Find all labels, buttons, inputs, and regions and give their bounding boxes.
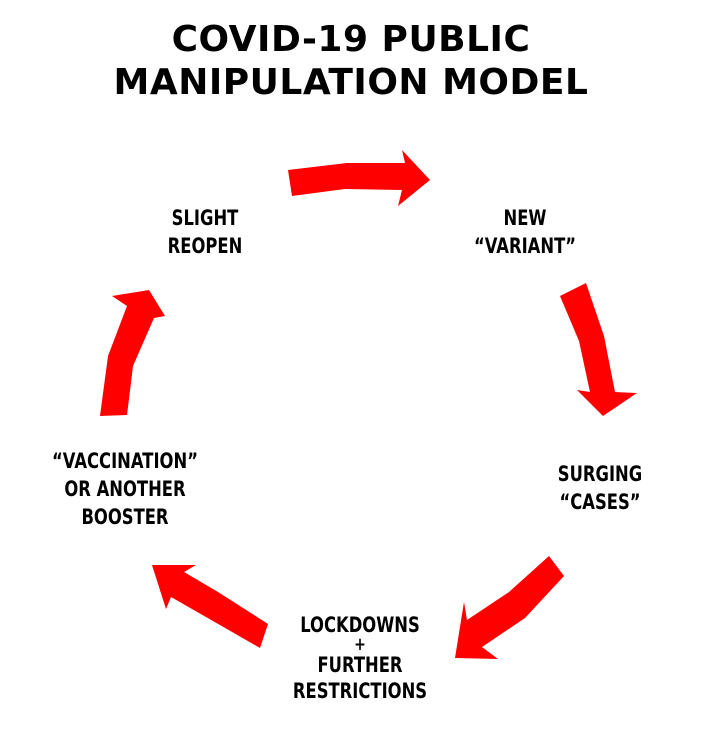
stage-slight-reopen: SLIGHT REOPEN [150, 204, 259, 260]
stage-line: NEW [503, 206, 547, 230]
stage-line: “CASES” [559, 490, 641, 514]
stage-line: RESTRICTIONS [292, 679, 428, 703]
stage-vaccination: “VACCINATION” OR ANOTHER BOOSTER [39, 447, 211, 531]
stage-line: + [354, 634, 366, 655]
title-line-2: MANIPULATION MODEL [113, 62, 589, 103]
arrow-top-icon [288, 150, 430, 206]
stage-line: LOCKDOWNS [300, 613, 420, 637]
stage-lockdowns: LOCKDOWNS + FURTHER RESTRICTIONS [274, 612, 446, 704]
stage-line: BOOSTER [81, 505, 169, 529]
title-line-1: COVID-19 PUBLIC [171, 19, 531, 60]
stage-line: SLIGHT [171, 206, 239, 230]
stage-line: FURTHER [317, 653, 403, 677]
stage-new-variant: NEW “VARIANT” [463, 204, 588, 260]
stage-line: “VACCINATION” [52, 449, 198, 473]
diagram-title: COVID-19 PUBLIC MANIPULATION MODEL [0, 18, 702, 104]
arrow-bottom-right-icon [455, 556, 564, 659]
arrow-left-icon [100, 290, 165, 416]
stage-line: “VARIANT” [473, 234, 577, 258]
stage-line: OR ANOTHER [64, 477, 186, 501]
arrow-right-icon [560, 283, 637, 416]
stage-line: REOPEN [167, 234, 243, 258]
stage-surging-cases: SURGING “CASES” [538, 460, 663, 516]
stage-line: SURGING [557, 462, 643, 486]
arrow-bottom-left-icon [152, 565, 268, 648]
